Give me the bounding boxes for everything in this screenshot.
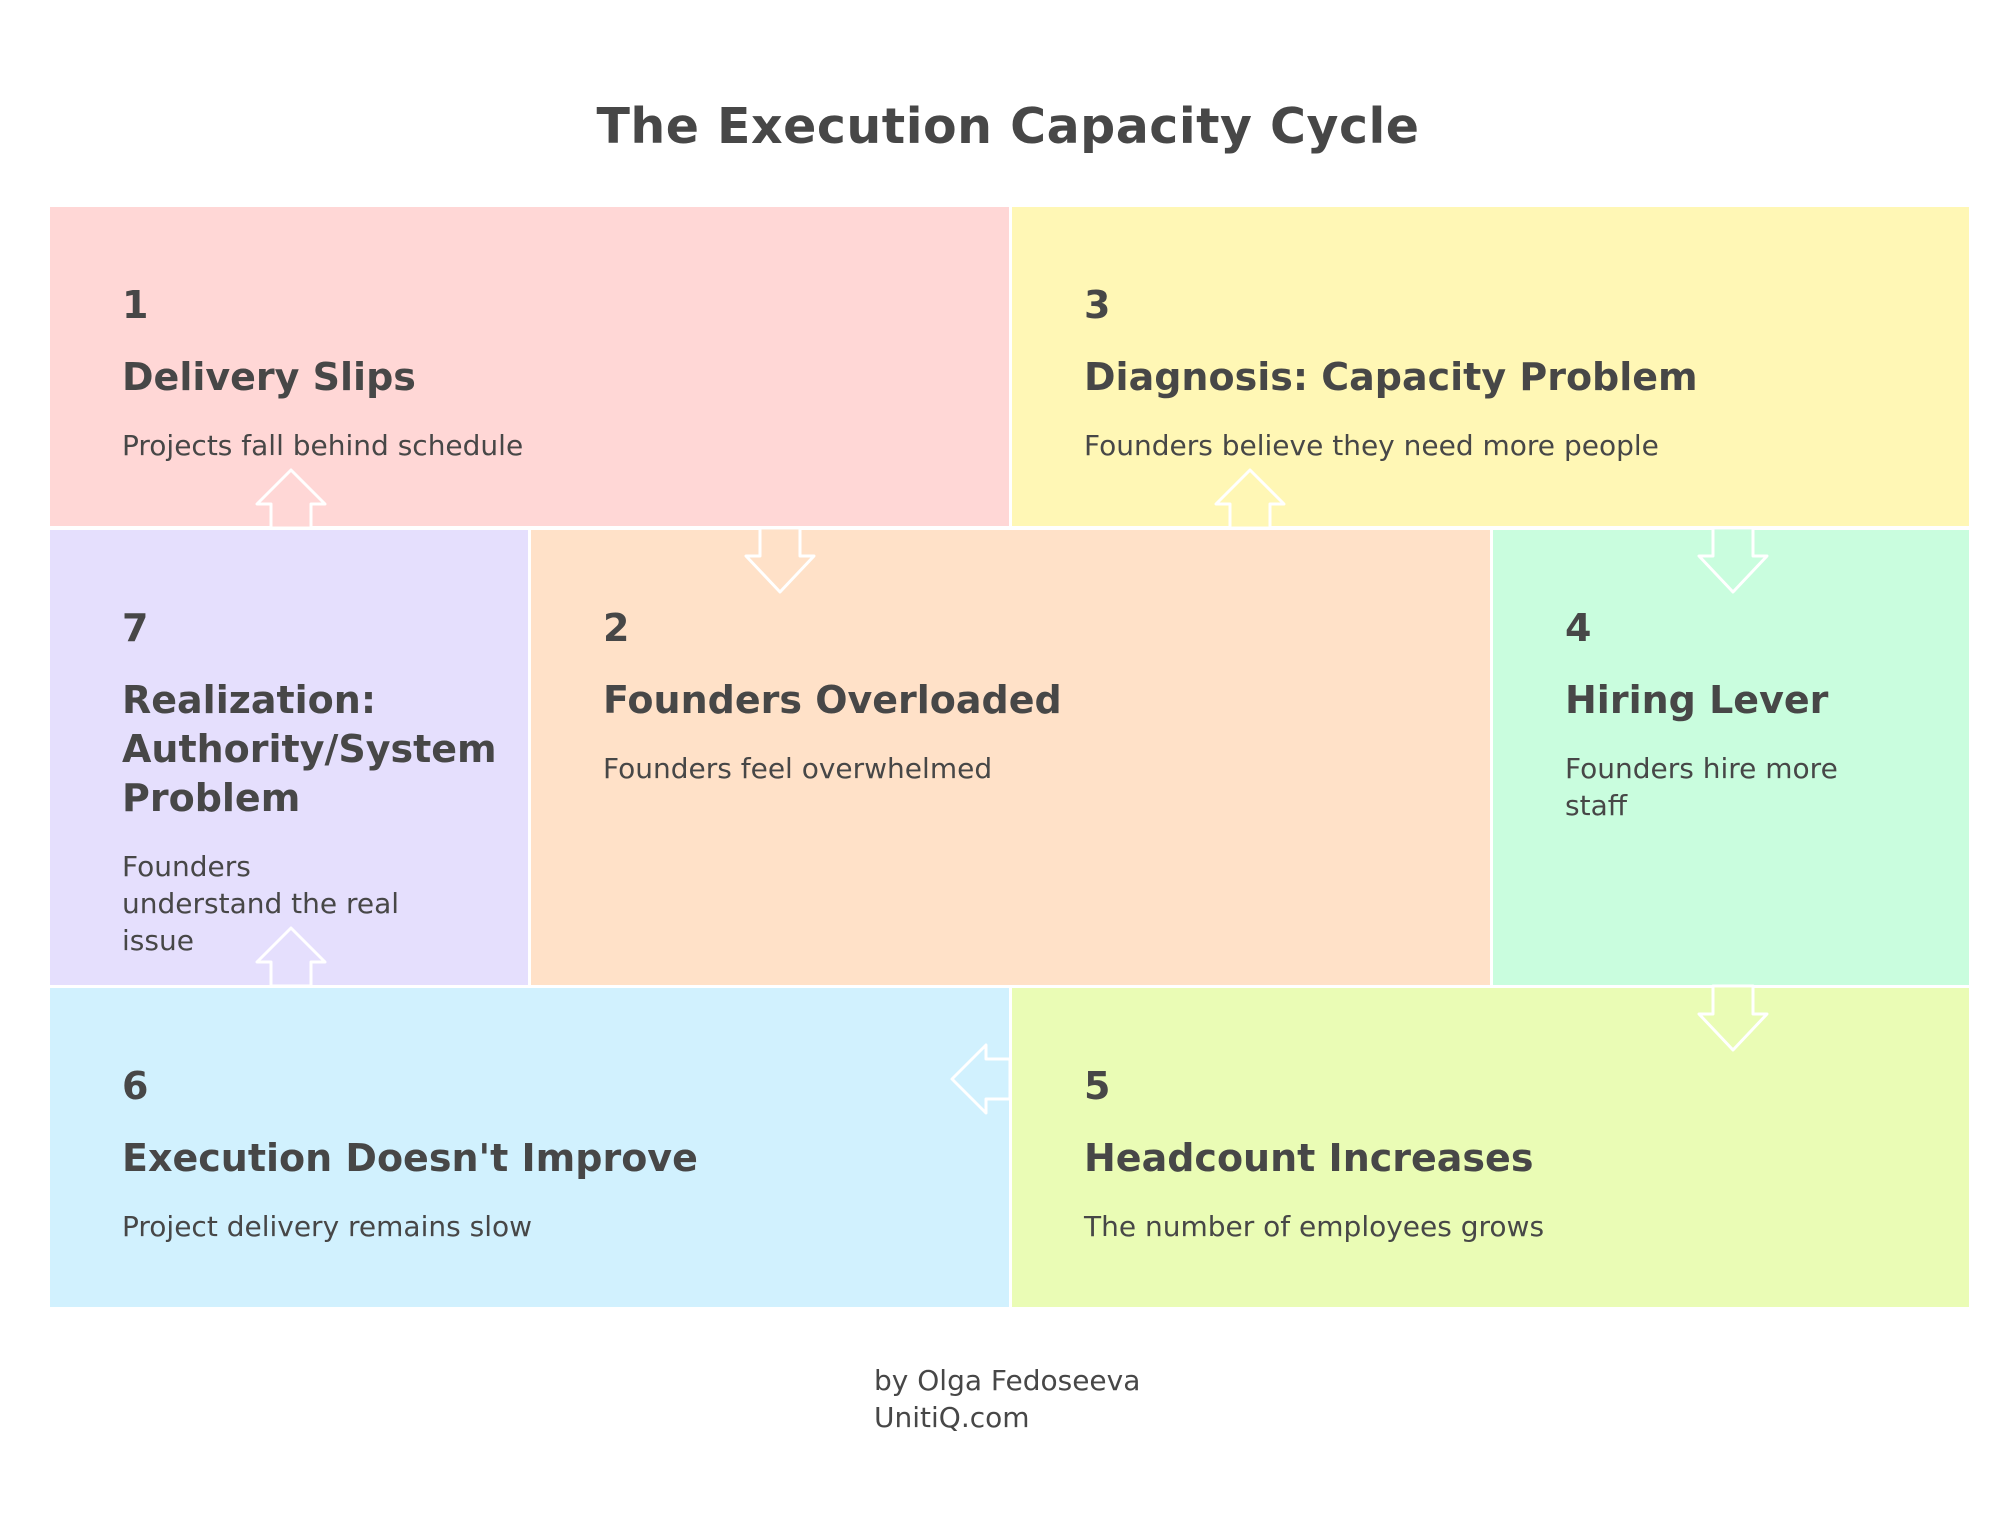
step-heading: Founders Overloaded (603, 678, 1062, 722)
step-heading: Delivery Slips (122, 355, 416, 399)
arrow-step4-to-step5-icon (1697, 984, 1769, 1052)
step-headcount-increases: 5 Headcount Increases The number of empl… (1009, 985, 1972, 1310)
step-founders-overloaded: 2 Founders Overloaded Founders feel over… (528, 527, 1493, 988)
step-number: 4 (1565, 606, 1592, 650)
step-description: Founders hire more staff (1565, 752, 1838, 822)
arrow-step5-to-step6-icon (950, 1043, 1012, 1115)
step-number: 1 (122, 283, 149, 327)
step-realization: 7 Realization: Authority/System Problem … (47, 527, 531, 988)
step-description: Founders feel overwhelmed (603, 752, 993, 785)
step-execution-doesnt-improve: 6 Execution Doesn't Improve Project deli… (47, 985, 1012, 1310)
step-heading: Diagnosis: Capacity Problem (1084, 355, 1698, 399)
step-description: Founders understand the real issue (122, 850, 400, 957)
step-number: 3 (1084, 283, 1111, 327)
step-heading: Realization: Authority/System Problem (122, 678, 497, 820)
arrow-step1-to-step2-icon (744, 526, 816, 594)
step-heading: Hiring Lever (1565, 678, 1829, 722)
step-heading: Headcount Increases (1084, 1136, 1534, 1180)
step-description: Projects fall behind schedule (122, 429, 524, 462)
step-heading: Execution Doesn't Improve (122, 1136, 698, 1180)
step-number: 2 (603, 606, 630, 650)
step-description: Project delivery remains slow (122, 1210, 533, 1243)
credits: by Olga Fedoseeva UnitiQ.com (874, 1362, 1140, 1436)
step-description: Founders believe they need more people (1084, 429, 1659, 462)
arrow-step7-to-step1-icon (255, 468, 327, 530)
step-description: The number of employees grows (1084, 1210, 1545, 1243)
step-number: 7 (122, 606, 149, 650)
step-diagnosis-capacity-problem: 3 Diagnosis: Capacity Problem Founders b… (1009, 204, 1972, 529)
arrow-step2-to-step3-icon (1214, 468, 1286, 530)
step-number: 6 (122, 1064, 149, 1108)
author-credit: by Olga Fedoseeva (874, 1364, 1141, 1397)
step-number: 5 (1084, 1064, 1111, 1108)
site-credit: UnitiQ.com (874, 1401, 1030, 1434)
step-delivery-slips: 1 Delivery Slips Projects fall behind sc… (47, 204, 1012, 529)
arrow-step3-to-step4-icon (1697, 526, 1769, 594)
arrow-step6-to-step7-icon (255, 926, 327, 988)
step-hiring-lever: 4 Hiring Lever Founders hire more staff (1490, 527, 1972, 988)
diagram-title: The Execution Capacity Cycle (596, 98, 1420, 155)
